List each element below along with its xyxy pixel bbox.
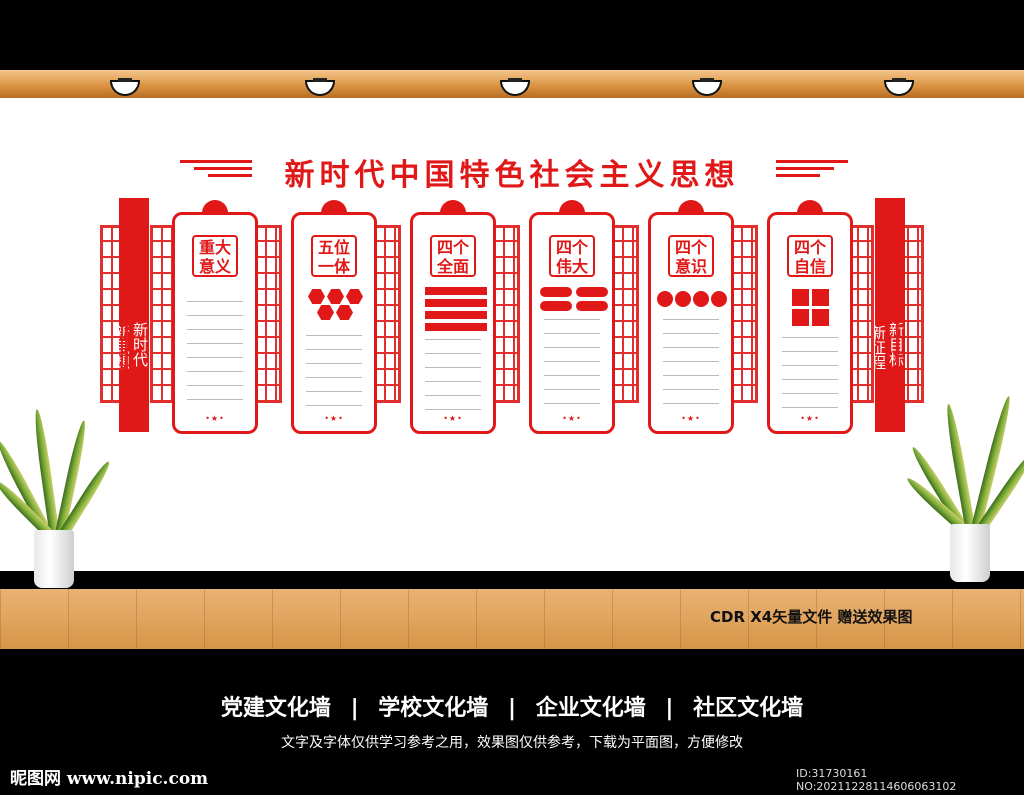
image-id-text: ID:31730161 NO:20211228114606063102 (796, 767, 957, 793)
info-card: 重大意义 •★• (172, 212, 258, 434)
lattice-panel (896, 225, 924, 403)
card-stars: •★• (800, 414, 820, 423)
card-stars: •★• (324, 414, 344, 423)
card-stars: •★• (562, 414, 582, 423)
plant-pot (950, 524, 990, 582)
card-stars: •★• (443, 414, 463, 423)
lattice-panel (254, 225, 282, 403)
card-title: 四个意识 (668, 235, 714, 277)
file-format-note: CDR X4矢量文件 赠送效果图 (710, 608, 913, 626)
disclaimer-text: 文字及字体仅供学习参考之用，效果图仅供参考，下载为平面图，方便修改 (281, 735, 743, 751)
info-card: 四个全面 •★• (410, 212, 496, 434)
ceiling-lamp-icon (500, 78, 530, 96)
wall-title: 新时代中国特色社会主义思想 (284, 158, 740, 193)
separator: | (507, 696, 517, 721)
potted-plant-left (0, 398, 113, 588)
info-card: 四个自信 •★• (767, 212, 853, 434)
card-title: 四个自信 (787, 235, 833, 277)
separator: | (665, 696, 674, 721)
site-logo[interactable]: 昵图网 www.nipic.com (10, 769, 209, 789)
category-item: 学校文化墙 (378, 696, 489, 721)
four-squares-icon (792, 289, 830, 327)
category-item: 企业文化墙 (535, 696, 646, 721)
card-title: 四个伟大 (549, 235, 595, 277)
four-pills-icon (540, 287, 608, 313)
card-title: 四个全面 (430, 235, 476, 277)
lattice-panel (611, 225, 639, 403)
card-title: 重大意义 (192, 235, 238, 277)
lattice-panel (492, 225, 520, 403)
ceiling-lamp-icon (884, 78, 914, 96)
ceiling (0, 0, 1024, 70)
info-card: 四个伟大 •★• (529, 212, 615, 434)
title-right-decoration (776, 156, 848, 180)
lattice-panel (100, 225, 128, 403)
wooden-floor (0, 589, 1024, 649)
left-banner-line: 新时代 (131, 321, 149, 367)
card-title: 五位一体 (311, 235, 357, 277)
category-item: 党建文化墙 (220, 696, 331, 721)
info-card: 五位一体 •★• (291, 212, 377, 434)
hexagon-cluster-icon (308, 289, 364, 325)
separator: | (350, 696, 359, 721)
category-list: 党建文化墙 | 学校文化墙 | 企业文化墙 | 社区文化墙 (0, 690, 1024, 722)
baseboard (0, 571, 1024, 589)
card-stars: •★• (681, 414, 701, 423)
plant-pot (34, 530, 74, 588)
category-item: 社区文化墙 (693, 696, 804, 721)
bottom-info-panel (0, 649, 1024, 795)
info-card: 四个意识 •★• (648, 212, 734, 434)
four-dots-icon (657, 291, 729, 307)
lattice-panel (730, 225, 758, 403)
ceiling-lamp-icon (692, 78, 722, 96)
title-left-decoration (180, 156, 252, 180)
lattice-panel (373, 225, 401, 403)
card-stars: •★• (205, 414, 225, 423)
four-bars-icon (425, 287, 487, 331)
potted-plant-right (904, 392, 1024, 582)
